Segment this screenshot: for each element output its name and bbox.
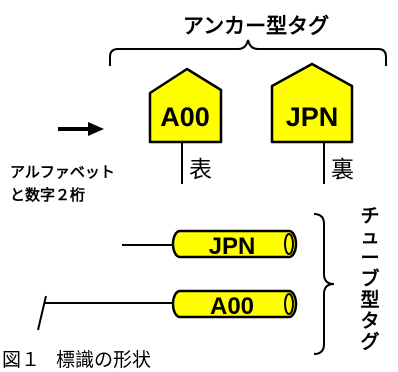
tube-tag-upper: JPN [171, 229, 298, 260]
tube-tag-lower-body [171, 289, 298, 319]
tube-tag-title-char: グ [360, 330, 379, 353]
anchor-tag-front-label: 表 [189, 157, 212, 183]
figure-caption-number: 図１ [2, 349, 40, 371]
tube-tag-title-char: ブ [360, 267, 379, 290]
tube-tag-lower: A00 [171, 289, 298, 320]
tube-tag-title-char: タ [360, 310, 379, 332]
annotation-line-1: アルファベット [10, 163, 115, 181]
tube-tag-lower-end [284, 293, 294, 315]
tube-tag-title-char: 型 [360, 288, 379, 311]
anchor-tag-back-label: 裏 [331, 157, 354, 183]
anchor-tag-front: A00 [148, 67, 223, 144]
tube-tag-title-char: ュ [360, 226, 379, 248]
tube-tag-upper-code: JPN [209, 233, 256, 260]
figure-caption-text: 標識の形状 [56, 349, 151, 371]
tube-tag-upper-body [171, 229, 298, 259]
anchor-tag-front-code: A00 [160, 102, 210, 132]
figure-caption: 図１ 標識の形状 [2, 349, 151, 371]
anchor-tag-back-body [270, 62, 354, 144]
tube-tag-title-char: ー [360, 247, 379, 269]
tube-tag-lower-line [37, 295, 176, 331]
tube-tag-lower-code: A00 [210, 293, 254, 320]
anchor-tag-back: JPN [270, 62, 354, 144]
annotation-line-2: と数字２桁 [10, 186, 85, 204]
anchor-tag-back-code: JPN [286, 102, 339, 132]
anchor-tag-title: アンカー型タグ [183, 14, 329, 38]
anchor-tag-front-body [148, 67, 223, 144]
anchor-tag-brace [109, 39, 387, 66]
arrow-icon [58, 122, 104, 136]
tube-tag-brace [313, 213, 335, 355]
tube-tag-upper-end [284, 233, 294, 255]
tube-tag-title-char: チ [360, 205, 379, 227]
